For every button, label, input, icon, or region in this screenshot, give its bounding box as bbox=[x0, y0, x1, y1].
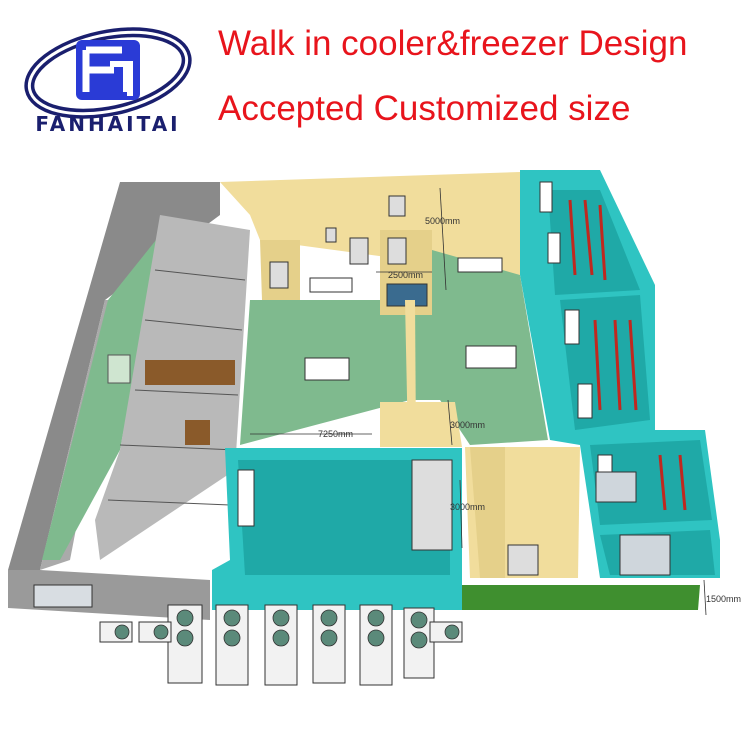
corridor-floor bbox=[42, 235, 160, 560]
main-hall-floor bbox=[240, 250, 548, 445]
left-outer-wall bbox=[8, 182, 220, 570]
cold-room-door bbox=[619, 534, 671, 576]
refrigerant-pipes bbox=[568, 199, 687, 511]
lawn-strip bbox=[462, 585, 700, 610]
wooden-counter bbox=[145, 360, 235, 385]
back-rooms bbox=[220, 172, 520, 275]
bathroom-block bbox=[95, 215, 250, 560]
brand-name: FANHAITAI bbox=[35, 112, 181, 136]
entrance-door bbox=[33, 584, 93, 608]
fh-monogram-logo-icon bbox=[24, 27, 192, 119]
evaporator-unit bbox=[465, 345, 517, 369]
cold-room-floor-plan: 5000mm 2500mm 7250mm 3000mm 3000mm 1500m… bbox=[8, 170, 741, 686]
evaporator-unit bbox=[304, 357, 350, 381]
condensing-units bbox=[99, 604, 463, 686]
dimension-label: 1500mm bbox=[706, 594, 741, 604]
dimension-label: 3000mm bbox=[450, 502, 485, 512]
dimension-label: 2500mm bbox=[388, 270, 423, 280]
dimension-label: 7250mm bbox=[318, 429, 353, 439]
evaporator-unit bbox=[457, 257, 503, 273]
headline-line-2: Accepted Customized size bbox=[218, 89, 631, 128]
headline-line-1: Walk in cooler&freezer Design bbox=[218, 24, 688, 63]
dimension-label: 3000mm bbox=[450, 420, 485, 430]
evaporator-unit bbox=[309, 277, 353, 293]
dimension-label: 5000mm bbox=[425, 216, 460, 226]
middle-beige-room bbox=[380, 402, 462, 447]
